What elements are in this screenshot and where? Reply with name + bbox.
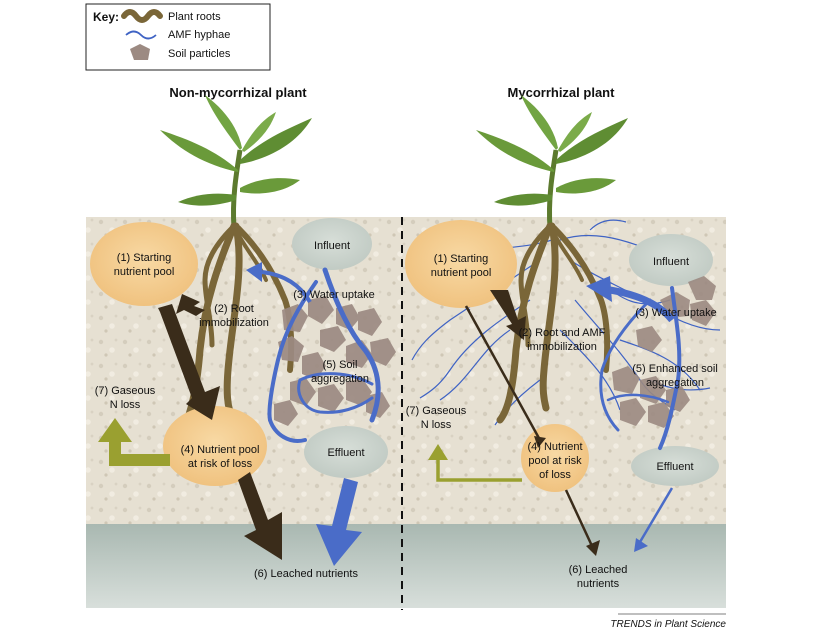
left-risk-pool-label-2: at risk of loss: [188, 458, 253, 470]
right-leached-label-1: (6) Leached: [569, 564, 628, 576]
soil-particle-icon: [130, 44, 150, 60]
right-risk-pool-label-2: pool at risk: [528, 455, 582, 467]
left-panel-title: Non-mycorrhizal plant: [169, 85, 307, 100]
right-risk-pool-label-1: (4) Nutrient: [527, 441, 582, 453]
left-effluent: [304, 426, 388, 478]
left-leached-label: (6) Leached nutrients: [254, 568, 358, 580]
right-effluent-arrowhead: [634, 538, 648, 552]
left-leach-arrow-bottom: [238, 472, 282, 560]
left-root-immob-arrow: [176, 294, 205, 316]
key-item-hyphae: AMF hyphae: [168, 29, 230, 41]
right-leach-arrow-bottom: [564, 489, 594, 547]
key-box: Key: Plant roots AMF hyphae Soil particl…: [85, 3, 271, 71]
right-soil-agg-label-1: (5) Enhanced soil: [632, 363, 718, 375]
right-leach-arrow-top: [464, 305, 542, 441]
left-risk-pool-label-1: (4) Nutrient pool: [181, 444, 260, 456]
right-influent: [629, 234, 713, 286]
left-gaseous-label-2: N loss: [110, 399, 141, 411]
left-water-paths: [267, 267, 381, 443]
left-soil-agg-label-2: aggregation: [311, 373, 369, 385]
right-effluent-label: Effluent: [656, 461, 693, 473]
left-starting-pool: [90, 222, 198, 306]
right-soil-agg-label-2: aggregation: [646, 377, 704, 389]
right-soil-particles: [612, 276, 716, 428]
left-influent: [292, 218, 372, 270]
right-plant-shoot: [476, 95, 628, 229]
right-gas-arrow: [436, 458, 522, 482]
right-effluent: [631, 446, 719, 486]
leaching-zone: [86, 524, 726, 608]
left-water-uptake-arrow: [261, 270, 312, 304]
right-water-uptake-arrow: [609, 286, 675, 323]
right-gaseous-label-1: (7) Gaseous: [406, 405, 467, 417]
right-leach-arrowhead-top: [534, 436, 546, 448]
left-starting-pool-label-1: (1) Starting: [117, 252, 171, 264]
left-gas-arrowhead: [98, 418, 132, 442]
left-effluent-arrow: [316, 478, 362, 566]
left-water-uptake-label: (3) Water uptake: [293, 289, 375, 301]
right-root-immob-label-2: immobilization: [527, 341, 597, 353]
left-starting-pool-label-2: nutrient pool: [114, 266, 175, 278]
right-starting-pool: [405, 220, 517, 308]
right-roots: [496, 222, 611, 424]
right-starting-pool-label-2: nutrient pool: [431, 267, 492, 279]
left-gaseous-label-1: (7) Gaseous: [95, 385, 156, 397]
right-leach-arrowhead-bottom: [586, 540, 600, 556]
right-leached-label-2: nutrients: [577, 578, 620, 590]
right-gas-arrowhead: [428, 444, 448, 460]
right-risk-pool-label-3: of loss: [539, 469, 571, 481]
left-effluent-label: Effluent: [327, 447, 364, 459]
right-water-uptake-arrowhead: [586, 276, 612, 302]
right-gaseous-label-2: N loss: [421, 419, 452, 431]
left-water-uptake-arrowhead: [246, 262, 262, 282]
left-influent-label: Influent: [314, 240, 350, 252]
right-starting-pool-label-1: (1) Starting: [434, 253, 488, 265]
hyphae-icon: [125, 30, 157, 40]
right-panel-title: Mycorrhizal plant: [508, 85, 616, 100]
right-root-immob-label-1: (2) Root and AMF: [519, 327, 606, 339]
right-effluent-arrow: [638, 487, 674, 543]
root-icon: [121, 9, 163, 23]
left-root-immob-label-1: (2) Root: [214, 303, 254, 315]
right-water-paths: [599, 286, 682, 450]
left-risk-pool: [163, 406, 267, 486]
footer-journal: TRENDS in Plant Science: [610, 619, 726, 630]
key-item-soil: Soil particles: [168, 48, 231, 60]
key-item-roots: Plant roots: [168, 11, 221, 23]
left-soil-agg-label-1: (5) Soil: [323, 359, 358, 371]
right-influent-label: Influent: [653, 256, 689, 268]
left-plant-shoot: [160, 95, 312, 229]
left-root-immob-label-2: immobilization: [199, 317, 269, 329]
left-leach-arrow-top: [158, 304, 220, 420]
right-root-immob-arrow: [490, 290, 526, 340]
key-title: Key:: [93, 10, 119, 24]
right-water-uptake-label: (3) Water uptake: [635, 307, 717, 319]
left-gas-arrow: [109, 436, 170, 466]
